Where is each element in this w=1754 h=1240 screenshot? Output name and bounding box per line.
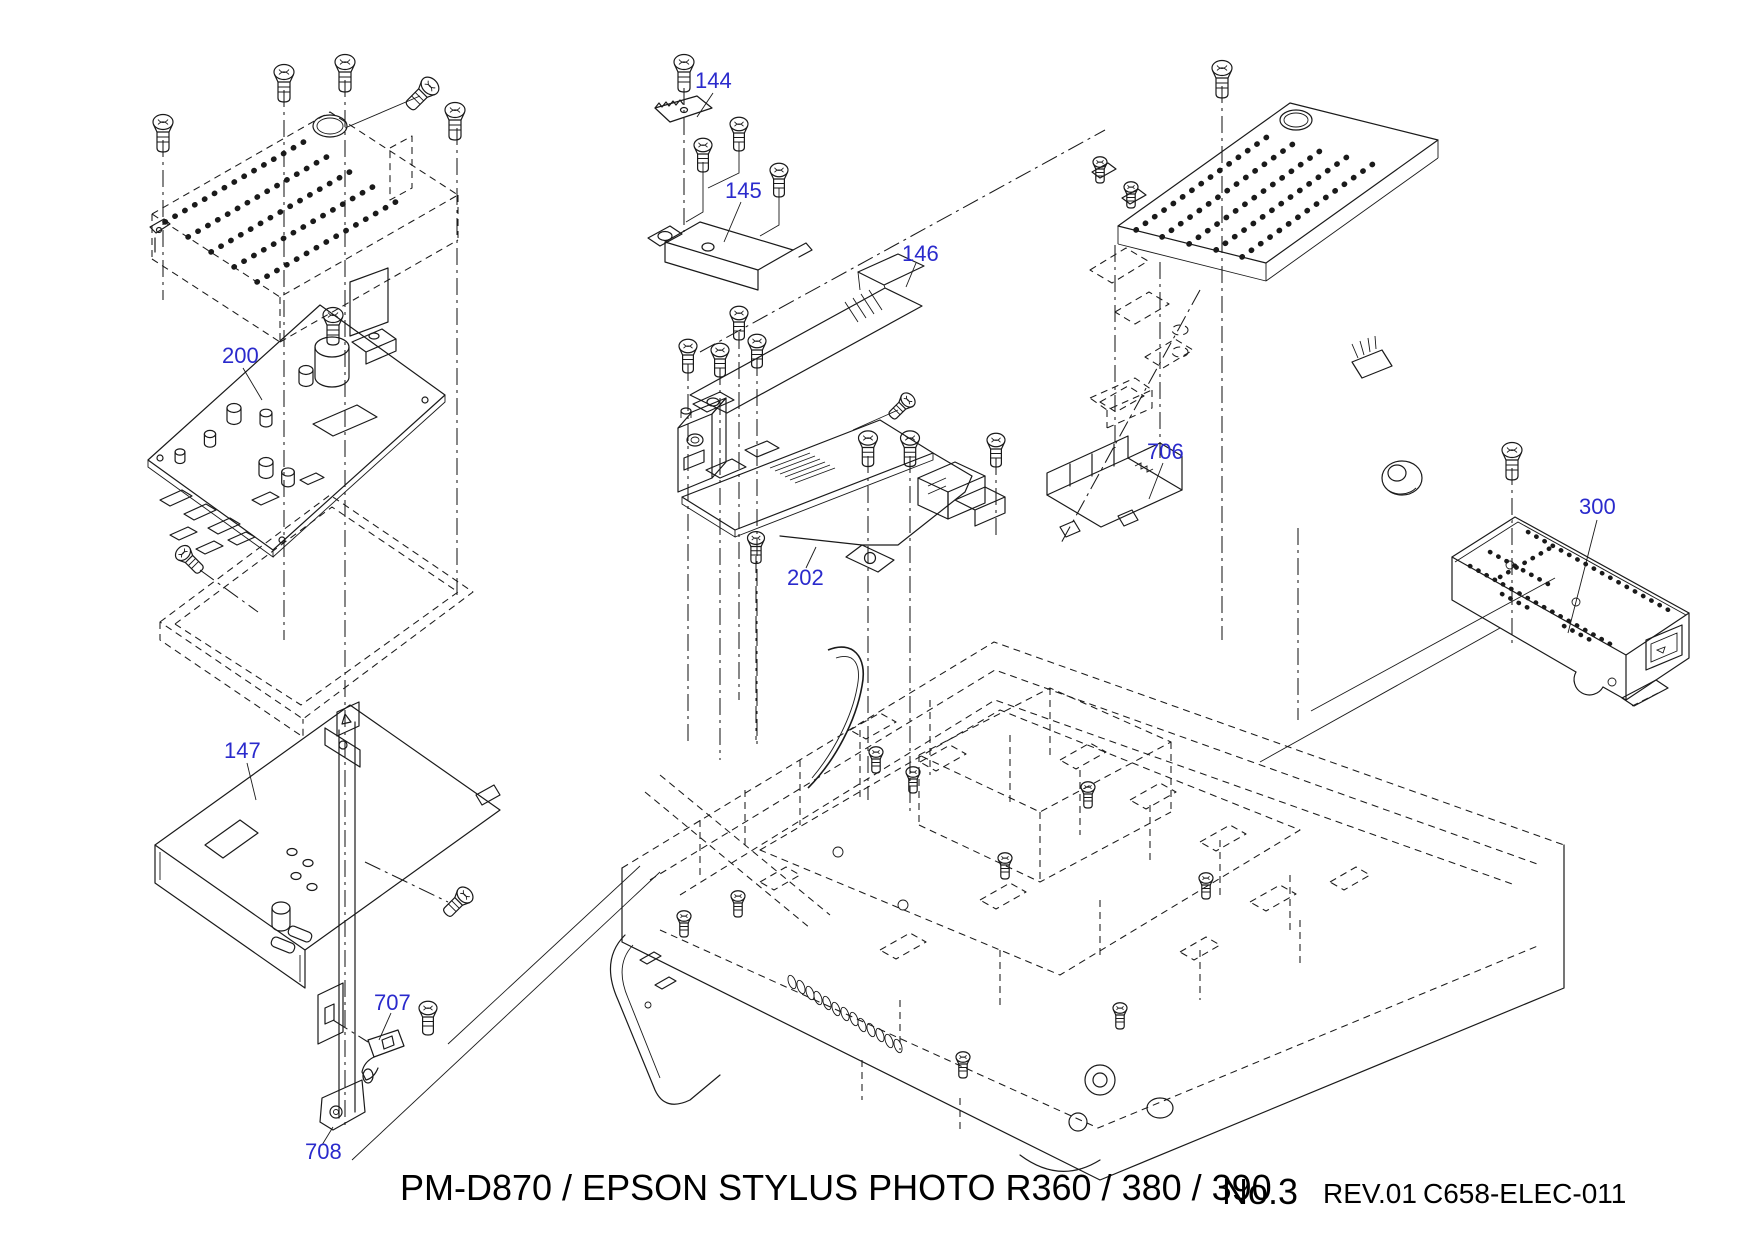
screw-icon [905,766,921,794]
document-code: C658-ELEC-011 [1423,1178,1626,1209]
shield-plate-top-right [1092,103,1438,281]
screw-icon [673,53,695,93]
ghost-connectors [1090,248,1193,428]
screw-icon [1112,1002,1128,1030]
part-label-144: 144 [695,68,732,93]
power-board-assembly-202 [678,392,972,572]
ferrite-core [1382,461,1422,495]
part-label-202: 202 [787,565,824,590]
connector-holder-706 [1047,436,1182,537]
footer: PM-D870 / EPSON STYLUS PHOTO R360 / 380 … [400,1167,1626,1212]
sheet-number: No.3 [1222,1171,1298,1212]
screw-icon [676,910,692,938]
connector-housings [918,462,1005,526]
model-title: PM-D870 / EPSON STYLUS PHOTO R360 / 380 … [400,1167,1272,1208]
ground-clip-707 [362,1030,404,1083]
screw-icon [322,306,344,346]
part-label-145: 145 [725,178,762,203]
screw-icon [439,883,477,921]
chassis-slot-row [786,974,903,1054]
cable-connector [1352,336,1392,378]
power-supply-unit-300 [1303,336,1689,706]
printer-chassis [610,642,1564,1180]
part-label-146: 146 [902,241,939,266]
screw-icon [418,1000,438,1036]
bracket-144 [655,96,712,122]
part-labels: 144 145 146 200 202 147 707 708 706 300 [222,68,1616,1164]
psu-case [1452,517,1689,706]
screw-icon [730,890,746,918]
part-label-147: 147 [224,738,261,763]
part-label-300: 300 [1579,494,1616,519]
screw-icon [401,73,443,115]
main-board-200 [148,305,445,557]
part-label-707: 707 [374,990,411,1015]
screw-icon [1080,781,1096,809]
shield-plate-top-left [150,112,458,342]
alignment-axis-lines [163,80,1555,1160]
screw-icon [884,389,919,424]
shield-frame-147 [155,705,500,988]
part-label-706: 706 [1147,439,1184,464]
part-label-708: 708 [305,1139,342,1164]
screw-icon [1198,872,1214,900]
ground-bar [318,702,365,1130]
screw-icon [997,852,1013,880]
screw-icon [868,746,884,774]
part-label-200: 200 [222,343,259,368]
ffc-cable-146 [690,254,924,413]
bracket-145 [648,142,812,290]
board-shield-plate [160,495,473,737]
mounting-screws [152,53,1523,1079]
screw-icon [444,101,466,141]
revision: REV.01 [1323,1178,1417,1209]
